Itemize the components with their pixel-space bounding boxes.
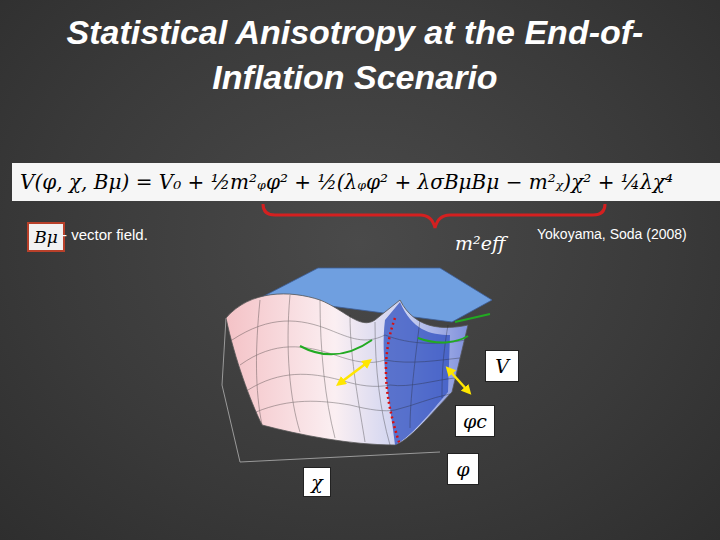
node-text: φc: [463, 410, 487, 432]
citation-text: Yokoyama, Soda (2008): [537, 226, 687, 242]
node-text: φ: [456, 458, 469, 480]
red-brace: [263, 204, 605, 228]
node-text: V(φ, χ, Bμ) = V₀ + ½m²ᵩφ² + ½(λᵩφ² + λσB…: [20, 170, 673, 194]
node-text: Bμ: [34, 227, 58, 247]
critical-line: [300, 314, 490, 354]
slide-title: Statistical Anisotropy at the End-of-Inf…: [60, 10, 650, 100]
math-label: m²eff: [455, 232, 505, 254]
axis-label-box: χ: [303, 467, 331, 497]
note-text: - vector field.: [62, 226, 148, 243]
inflaton-trajectory: [386, 318, 400, 445]
surface-grid: [232, 295, 465, 445]
node-text: χ: [311, 471, 323, 493]
axis-label-box: φ: [447, 453, 479, 485]
formula-band: V(φ, χ, Bμ) = V₀ + ½m²ᵩφ² + ½(λᵩφ² + λσB…: [12, 163, 720, 201]
symbol-box: Bμ: [27, 222, 65, 252]
valley: [384, 302, 450, 445]
yellow-arrow: [340, 362, 368, 383]
surface: [226, 294, 468, 445]
node-text: V: [495, 355, 509, 377]
axis-label-box: V: [485, 350, 519, 382]
axis-label-box: φc: [455, 405, 495, 437]
yellow-arrow: [449, 370, 468, 391]
